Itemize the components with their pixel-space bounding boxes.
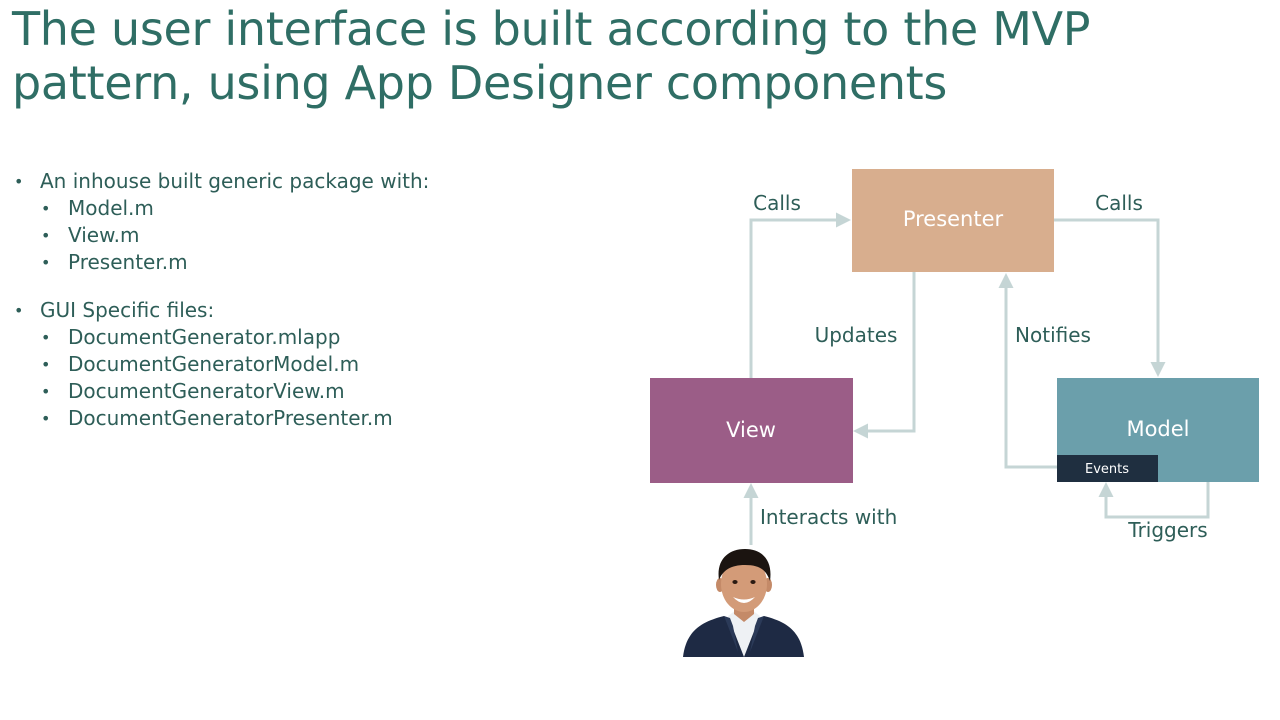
sub-bullet-item: Presenter.m (14, 249, 574, 276)
slide-title-line-2: pattern, using App Designer components (12, 56, 948, 110)
notifies-label: Notifies (1015, 323, 1091, 347)
notifies-arrow (998, 273, 1058, 469)
sub-bullet-item: DocumentGeneratorView.m (14, 378, 574, 405)
view-label: View (726, 418, 776, 442)
bullet-group-package: An inhouse built generic package with: M… (14, 168, 574, 276)
sub-bullet-item: View.m (14, 222, 574, 249)
triggers-arrow (1098, 482, 1210, 519)
updates-arrow (853, 272, 916, 439)
calls-left-label: Calls (753, 191, 801, 215)
updates-label: Updates (815, 323, 898, 347)
triggers-label: Triggers (1127, 518, 1207, 542)
user-avatar-photo (683, 549, 804, 657)
slide-title-line-1: The user interface is built according to… (12, 2, 1091, 56)
bullet-item: GUI Specific files: (14, 297, 574, 324)
presenter-box (852, 169, 1054, 272)
slide-title: The user interface is built according to… (12, 2, 1262, 110)
bullet-item: An inhouse built generic package with: (14, 168, 574, 195)
model-label: Model (1126, 417, 1189, 441)
sub-bullet-item: Model.m (14, 195, 574, 222)
bullet-group-gui-files: GUI Specific files: DocumentGenerator.ml… (14, 297, 574, 432)
presenter-label: Presenter (903, 207, 1004, 231)
events-label: Events (1085, 462, 1129, 477)
events-box (1057, 455, 1158, 482)
calls-right-label: Calls (1095, 191, 1143, 215)
calls-left-arrow (749, 212, 851, 378)
calls-right-arrow (1054, 218, 1166, 377)
view-box (650, 378, 853, 483)
bullet-list: An inhouse built generic package with: M… (14, 168, 574, 453)
sub-bullet-item: DocumentGenerator.mlapp (14, 324, 574, 351)
sub-bullet-item: DocumentGeneratorPresenter.m (14, 405, 574, 432)
sub-bullet-item: DocumentGeneratorModel.m (14, 351, 574, 378)
interacts-with-label: Interacts with (760, 505, 897, 529)
